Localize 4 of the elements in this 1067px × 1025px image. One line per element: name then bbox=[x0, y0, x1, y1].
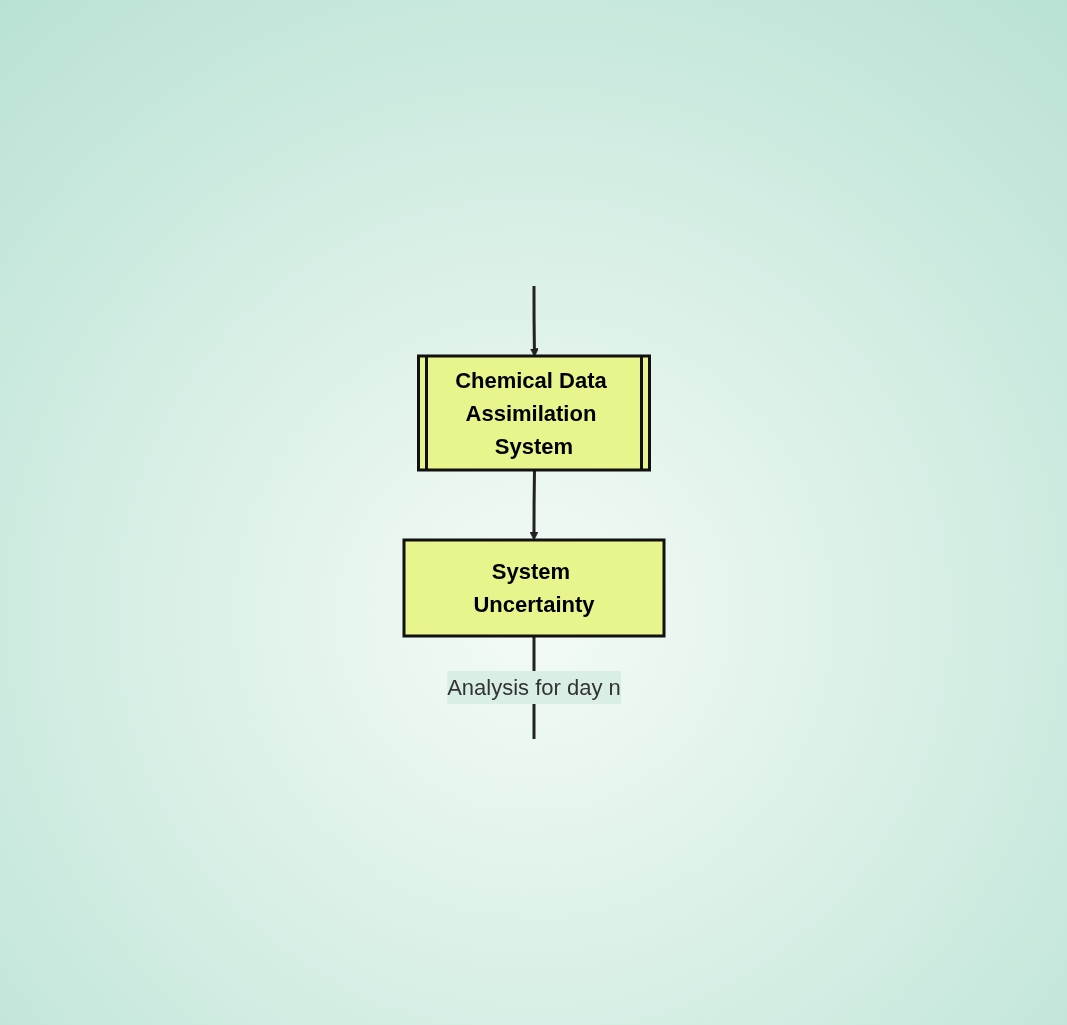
arrow bbox=[529, 286, 539, 357]
node-box: System Uncertainty bbox=[402, 538, 665, 638]
edge-label: Analysis for day n bbox=[446, 675, 621, 700]
arrow bbox=[529, 470, 538, 541]
